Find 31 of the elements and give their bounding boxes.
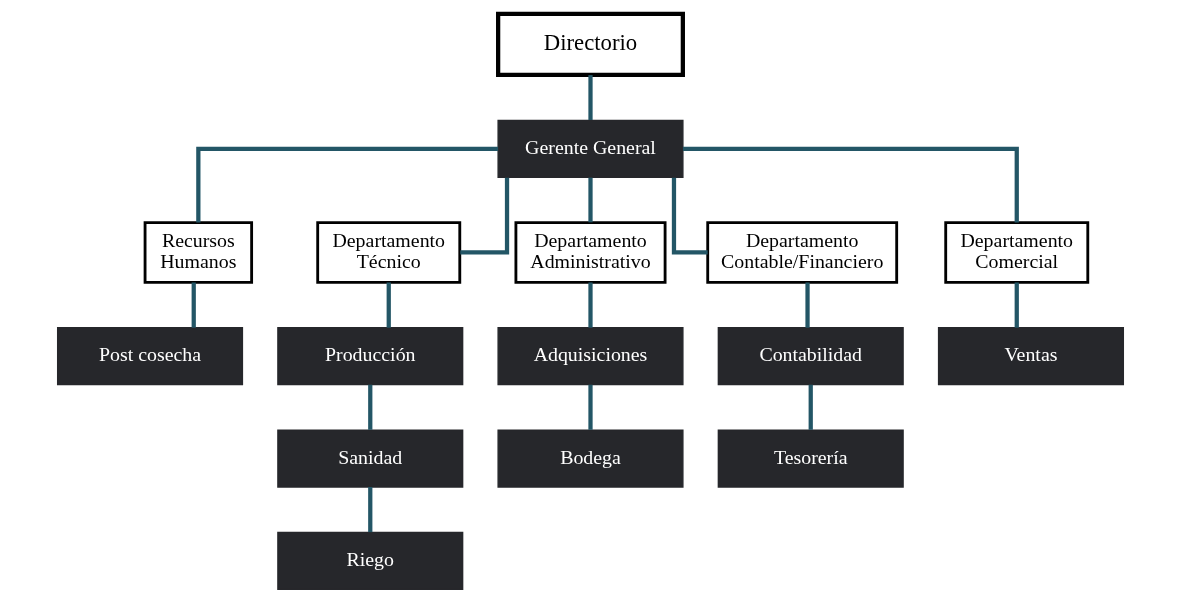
node-box: Contabilidad <box>717 327 904 386</box>
connector <box>1014 282 1019 328</box>
node-box: Adquisiciones <box>497 327 684 386</box>
connector <box>671 177 708 255</box>
connector <box>683 146 1019 223</box>
node-box: Recursos Humanos <box>143 221 254 284</box>
node-box: Departamento Contable/Financiero <box>706 221 899 284</box>
connector <box>460 177 510 255</box>
connector <box>386 282 391 328</box>
connector <box>191 282 196 328</box>
node-box: Departamento Técnico <box>316 221 462 284</box>
node-box: Ventas <box>937 327 1125 386</box>
connector <box>808 384 813 430</box>
node-box: Gerente General <box>497 119 684 178</box>
node-box: Sanidad <box>277 429 464 488</box>
connector <box>588 282 593 328</box>
node-box: Riego <box>277 531 464 590</box>
node-box: Directorio <box>496 11 685 77</box>
connector <box>368 384 373 430</box>
node-box: Departamento Comercial <box>944 221 1090 284</box>
connector <box>588 384 593 430</box>
connector <box>196 146 499 223</box>
connector <box>588 75 593 120</box>
connector <box>368 487 373 533</box>
connector <box>588 177 593 223</box>
node-box: Tesorería <box>717 429 904 488</box>
connector <box>805 282 810 328</box>
node-box: Departamento Administrativo <box>514 221 667 284</box>
node-box: Post cosecha <box>56 327 244 386</box>
node-box: Producción <box>277 327 464 386</box>
node-box: Bodega <box>497 429 684 488</box>
